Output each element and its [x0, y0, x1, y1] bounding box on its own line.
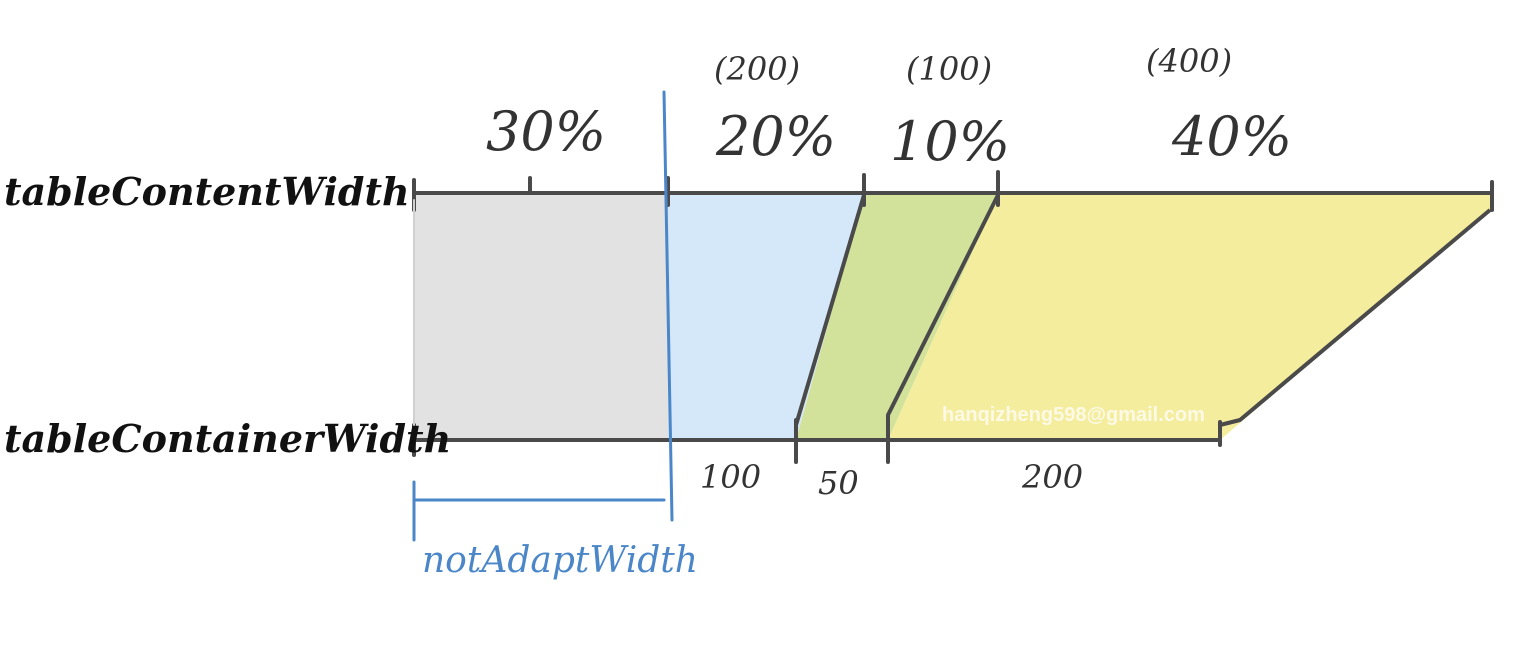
- col-2-paren-label: (200): [714, 50, 800, 88]
- container-width-label: tableContainerWidth: [4, 416, 451, 461]
- not-adapt-boundary-line: [662, 90, 674, 522]
- edge-col-2-3: [794, 194, 866, 440]
- col-3-container-label: 50: [818, 464, 859, 502]
- band-col-2-blue: [668, 195, 864, 440]
- edge-col-4-end: [1219, 208, 1492, 427]
- col-3-paren-label: (100): [906, 50, 992, 88]
- col-4-paren-label: (400): [1146, 42, 1232, 80]
- col-4-container-label: 200: [1021, 458, 1083, 496]
- edge-col-3-4: [886, 194, 1000, 440]
- band-col-1-gray: [414, 195, 668, 440]
- content-width-label: tableContentWidth: [4, 169, 410, 214]
- col-3-percent-label: 10%: [890, 110, 1010, 173]
- watermark-text: hanqizheng598@gmail.com: [942, 404, 1205, 426]
- col-4-percent-label: 40%: [1171, 105, 1292, 168]
- col-2-percent-label: 20%: [715, 105, 836, 168]
- col-1-percent-label: 30%: [486, 100, 606, 163]
- band-col-3-green: [796, 195, 998, 440]
- col-2-container-label: 100: [700, 458, 761, 496]
- not-adapt-width-label: notAdaptWidth: [422, 540, 698, 581]
- band-col-4-yellow: [888, 195, 1490, 440]
